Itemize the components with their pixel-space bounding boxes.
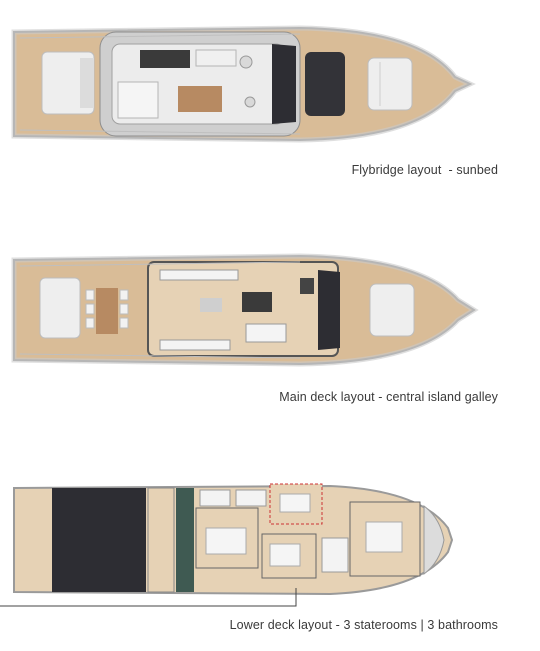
bow-sunpad: [369, 283, 415, 337]
bathroom-3: [321, 537, 349, 573]
lower-deck-plan: [0, 478, 540, 607]
cockpit-dining-table: [96, 288, 118, 334]
flybridge-drawing: [11, 25, 476, 143]
flybridge-plan: [0, 22, 540, 147]
tender-garage: [52, 488, 146, 592]
aft-cockpit-sofa: [39, 277, 81, 339]
bathroom-2: [235, 489, 267, 507]
lower-deck-drawing: [13, 483, 454, 596]
flybridge-caption: Flybridge layout - sunbed: [351, 163, 498, 177]
engine-room-strip: [176, 488, 194, 592]
vip-stateroom: [349, 501, 421, 577]
main-deck-caption: Main deck layout - central island galley: [279, 390, 498, 404]
callout-line: [0, 588, 297, 607]
lower-deck-caption: Lower deck layout - 3 staterooms | 3 bat…: [229, 618, 498, 632]
main-deck-plan: [0, 248, 540, 373]
main-deck-drawing: [11, 253, 479, 367]
flybridge-table: [178, 86, 222, 112]
galley-island: [242, 292, 272, 312]
main-helm-windshield: [318, 270, 340, 350]
aft-cabin: [147, 487, 175, 593]
flybridge-sofa: [117, 81, 159, 119]
fore-sunpad: [367, 57, 413, 111]
bathroom-1: [199, 489, 231, 507]
flybridge-windshield: [272, 44, 296, 124]
